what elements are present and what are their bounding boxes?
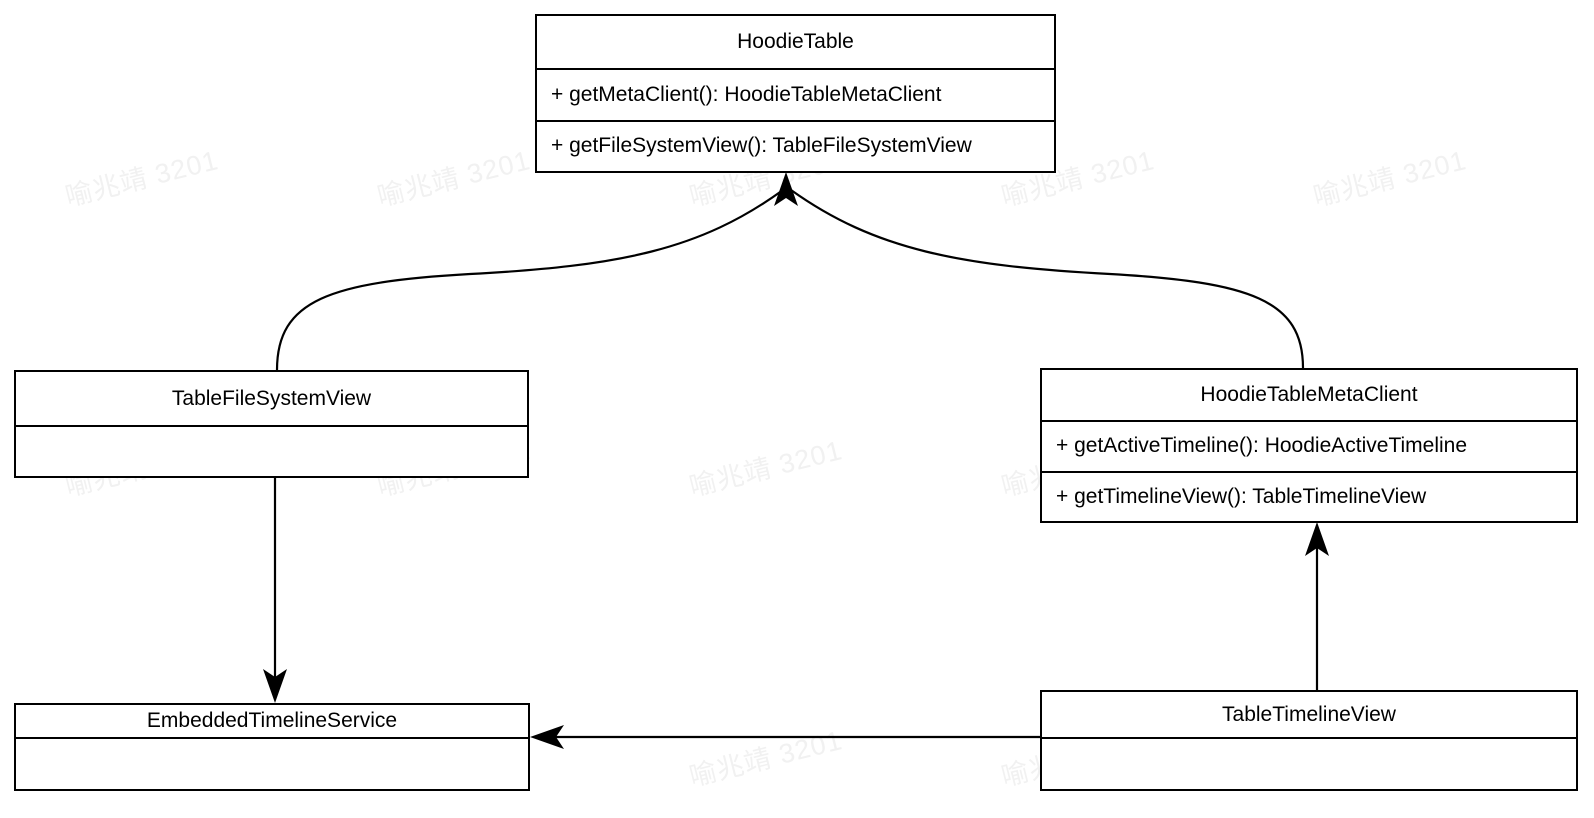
watermark: 喻兆靖 3201: [1310, 145, 1470, 213]
class-box-tablefilesystemview[interactable]: TableFileSystemView: [14, 370, 529, 478]
class-box-tabletimelineview[interactable]: TableTimelineView: [1040, 690, 1578, 791]
arrowhead-into-hoodietable: [774, 172, 798, 206]
watermark: 喻兆靖 3201: [62, 145, 222, 213]
watermark: 喻兆靖 3201: [686, 435, 846, 503]
class-name-hoodietable: HoodieTable: [537, 16, 1054, 70]
class-member: + getMetaClient(): HoodieTableMetaClient: [551, 82, 942, 106]
edge-hoodietablemetaclient-to-hoodietable: [790, 189, 1305, 369]
class-box-hoodietable[interactable]: HoodieTable + getMetaClient(): HoodieTab…: [535, 14, 1056, 173]
watermark: 喻兆靖 3201: [686, 725, 846, 793]
class-members-hoodietable: + getMetaClient(): HoodieTableMetaClient…: [537, 70, 1054, 171]
class-members-embeddedtimelineservice: [16, 739, 528, 789]
edge-tablefilesystemview-to-embeddedtimelineservice: [263, 477, 287, 703]
watermark: 喻兆靖 3201: [374, 145, 534, 213]
class-member: + getTimelineView(): TableTimelineView: [1042, 470, 1576, 522]
class-box-embeddedtimelineservice[interactable]: EmbeddedTimelineService: [14, 703, 530, 791]
class-members-hoodietablemetaclient: + getActiveTimeline(): HoodieActiveTimel…: [1042, 422, 1576, 521]
class-members-tablefilesystemview: [16, 427, 527, 476]
class-member: + getFileSystemView(): TableFileSystemVi…: [537, 119, 1054, 172]
class-members-tabletimelineview: [1042, 739, 1576, 789]
class-box-hoodietablemetaclient[interactable]: HoodieTableMetaClient + getActiveTimelin…: [1040, 368, 1578, 523]
class-name-embeddedtimelineservice: EmbeddedTimelineService: [16, 705, 528, 739]
class-name-hoodietablemetaclient: HoodieTableMetaClient: [1042, 370, 1576, 422]
class-name-tabletimelineview: TableTimelineView: [1042, 692, 1576, 739]
class-name-tablefilesystemview: TableFileSystemView: [16, 372, 527, 427]
edge-tabletimelineview-to-embeddedtimelineservice: [530, 725, 1040, 749]
class-member: + getActiveTimeline(): HoodieActiveTimel…: [1056, 434, 1468, 458]
edge-tablefilesystemview-to-hoodietable: [275, 189, 784, 371]
edge-tabletimelineview-to-hoodietablemetaclient: [1305, 522, 1329, 690]
